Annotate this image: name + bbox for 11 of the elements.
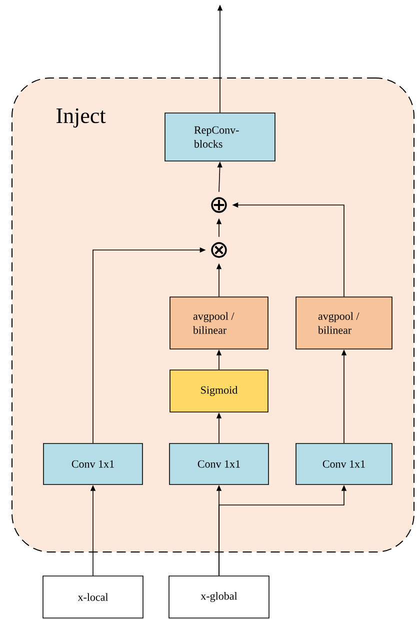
process-box: Conv 1x1 — [169, 443, 269, 485]
process-box: avgpool / bilinear — [170, 296, 268, 350]
process-box: Sigmoid — [170, 370, 268, 412]
input-box: x-local — [42, 576, 144, 618]
process-box: Conv 1x1 — [296, 443, 392, 485]
process-box: avgpool / bilinear — [296, 296, 392, 350]
input-box: x-global — [168, 576, 270, 618]
operator-symbol: ⊗ — [211, 242, 227, 258]
process-box: Conv 1x1 — [43, 443, 143, 485]
process-box: RepConv-blocks — [164, 112, 276, 162]
operator-symbol: ⊕ — [211, 197, 227, 213]
